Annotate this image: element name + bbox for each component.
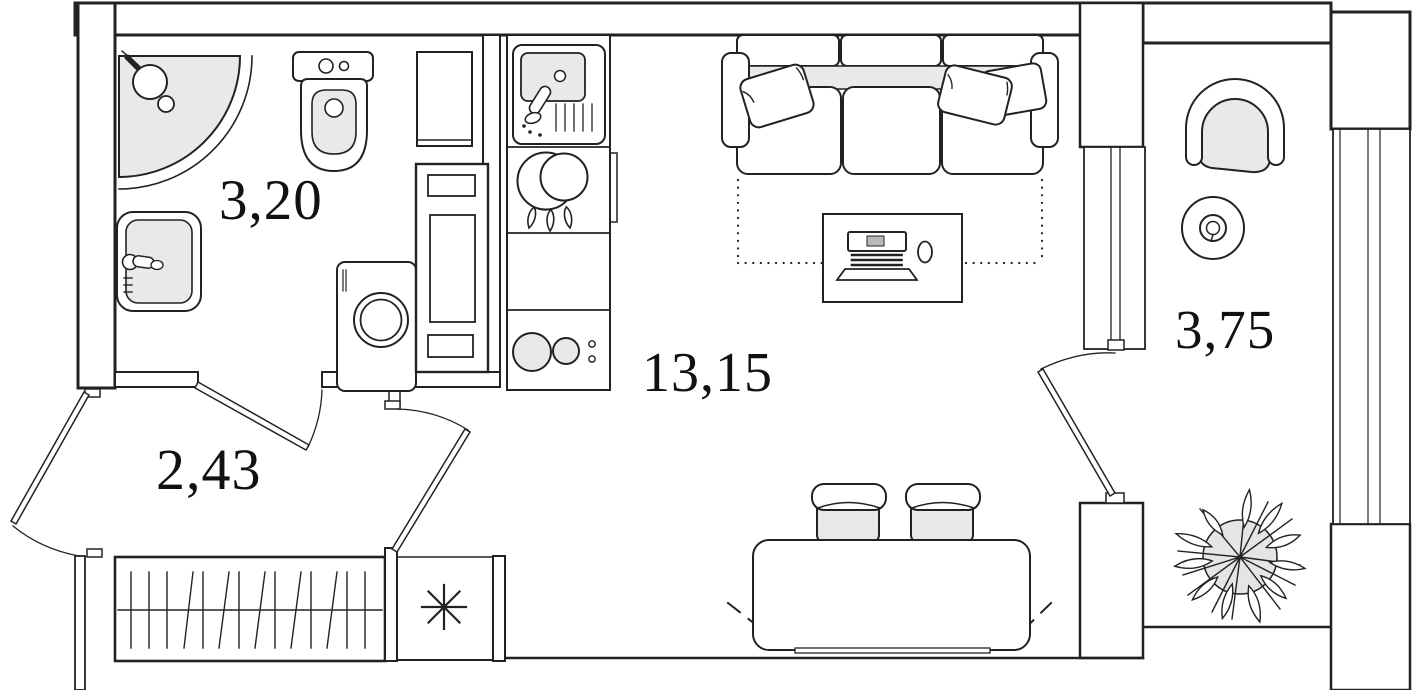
balcony-door-leaf	[1036, 367, 1117, 498]
right-facade-window	[1332, 128, 1411, 525]
sofa	[721, 34, 1059, 175]
appliance-handle	[609, 152, 618, 223]
toilet	[292, 51, 374, 173]
bathroom-fixtures	[116, 49, 490, 392]
right-bottom-wall	[1329, 522, 1412, 690]
doors	[9, 352, 1125, 558]
living-room	[721, 34, 1059, 654]
stairwell	[113, 547, 506, 663]
washbasin	[116, 211, 202, 312]
wardrobe	[414, 162, 490, 374]
balcony-pier-bottom	[1078, 501, 1145, 660]
potted-plant	[1172, 487, 1307, 624]
landing-asterisk-icon	[420, 583, 468, 631]
balcony-area-label: 3,75	[1175, 299, 1276, 360]
round-side-table	[1181, 196, 1245, 260]
hall-door-leaf	[390, 427, 472, 554]
dining-table	[752, 539, 1031, 654]
balcony-top-wall	[1141, 1, 1333, 45]
bathroom-area-label: 3,20	[219, 169, 323, 232]
pillow	[937, 64, 1013, 126]
hall-door-swing	[396, 408, 469, 431]
corner-shower	[118, 49, 253, 190]
bathroom-bottom-wall-left	[114, 371, 199, 388]
washing-machine	[336, 261, 417, 392]
left-wall	[76, 1, 117, 390]
top-wall	[73, 1, 1145, 37]
dish-drainer	[516, 151, 589, 233]
bathroom-door-swing	[307, 389, 323, 448]
left-lower-wall	[74, 555, 86, 690]
walls	[73, 1, 1412, 690]
kitchen-sink	[512, 44, 606, 145]
bathroom-door	[194, 380, 323, 452]
shower-drain-icon	[157, 95, 175, 113]
entrance-door-leaf	[9, 390, 91, 526]
chair	[811, 483, 887, 543]
balcony-window	[1083, 146, 1146, 351]
staircase	[113, 555, 387, 663]
bathroom-door-leaf	[194, 380, 311, 452]
cooktop	[512, 332, 596, 372]
living-room-area-label: 13,15	[642, 342, 773, 404]
balcony-door-swing	[1040, 352, 1116, 370]
pillow	[739, 63, 815, 129]
chair	[905, 483, 981, 543]
stair-treads	[130, 571, 366, 649]
armchair	[1185, 78, 1285, 174]
shower-head-icon	[132, 64, 168, 100]
entrance-door-swing	[12, 525, 80, 557]
balcony-pier-top	[1078, 1, 1145, 149]
balcony-door	[1036, 352, 1125, 504]
landing-wall-right	[492, 555, 506, 662]
duct-shaft	[416, 51, 473, 147]
laptop-icon	[835, 231, 919, 281]
balcony-corner-wall	[1329, 10, 1412, 131]
window-sill-line	[794, 647, 991, 654]
balcony-fixtures	[1172, 78, 1307, 624]
kitchen	[506, 34, 618, 391]
landing-wall-left	[384, 547, 398, 662]
hall-area-label: 2,43	[156, 437, 262, 502]
mouse-icon	[917, 240, 933, 264]
hall-door	[384, 400, 472, 554]
entrance-door	[9, 388, 103, 558]
desk-with-laptop	[822, 213, 963, 303]
